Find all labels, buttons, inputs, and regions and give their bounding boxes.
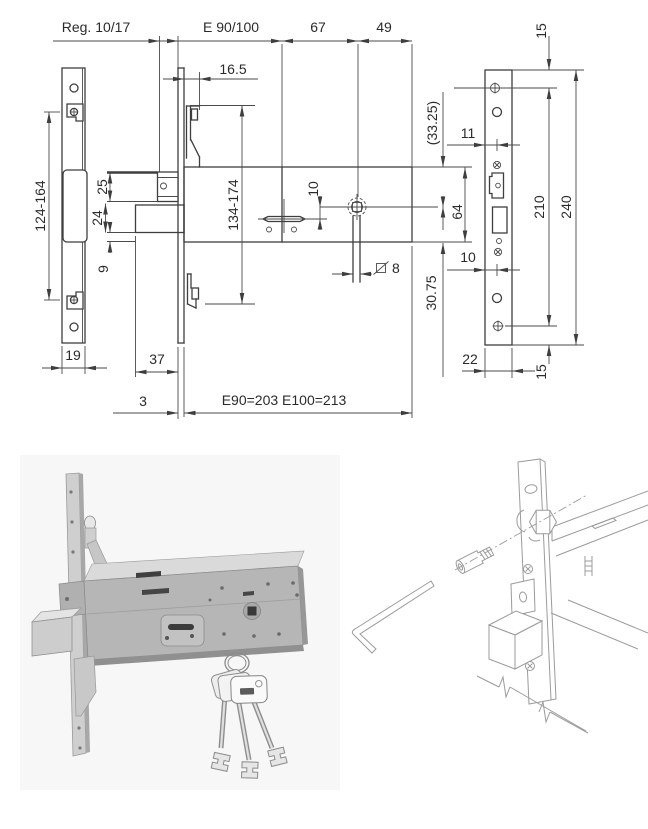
left-plate-top-hole [69,83,79,93]
sketch-allen-key [351,580,435,654]
right-plate-hole-bottom [491,292,503,304]
dim-slide-range: 124-164 [32,180,48,232]
sketch-lock-body [550,490,648,650]
left-plate-view: 124-164 19 [32,67,107,374]
dim-adjustment: Reg. 10/17 [62,19,131,35]
dim-latch-width: 11 [447,125,520,151]
left-plate-bottom-screw-tab [66,291,84,310]
installation-diagram [351,458,648,734]
right-plate-phillips-2 [493,247,503,257]
dim-hook-width: 10 [447,249,520,276]
lock-body-outline [183,166,413,243]
right-plate-view: 11 10 15 210 [447,23,584,380]
photo-lock-body [83,550,308,666]
dim-foot-height: 9 [95,265,111,273]
dim-screw-to-bottom: 15 [533,364,549,380]
dim-rod-offset: 37 [149,351,165,367]
left-plate-slide-cover [62,169,88,243]
photo-lower-slide [73,655,97,717]
dim-spindle-to-key-value: 10 [305,181,321,197]
top-hook [185,105,201,168]
bottom-hook [186,273,200,309]
sketch-grub-screw [455,546,495,574]
top-dimension-chain: Reg. 10/17 E 90/100 67 49 [53,19,413,197]
left-plate-top-screw-tab [66,103,84,122]
right-plate-latch [488,172,505,199]
key-brand-label [239,687,255,695]
dim-top-to-screw: 15 [533,23,549,39]
dim-spindle-square-value: 8 [392,260,400,276]
dim-right-vertical-stack: 15 210 15 240 [454,23,584,380]
dim-step-height: 24 [89,210,105,226]
right-plate-phillips-1 [492,160,502,170]
dim-entry: E 90/100 [203,19,259,35]
sketch-square-bolt [487,610,544,670]
deviator-block [107,171,179,203]
dim-spindle-square: 8 [332,260,400,277]
key-bit-1 [210,751,231,772]
sketch-axis-centerline [454,494,588,571]
key-bit-3 [267,746,288,768]
keyhole [258,199,327,233]
sketch-screw-top [523,564,533,574]
dim-total-height: 240 [558,195,574,219]
dim-spindle-to-back: 49 [376,19,392,35]
dim-top-to-spindle: (33.25) [424,101,440,145]
photo-bolt [31,607,82,657]
photo-keys [210,652,288,779]
key-bit-2 [240,761,259,779]
dim-cyl-to-spindle: 67 [310,19,326,35]
dim-hook-offset: 16.5 [163,61,258,110]
dim-screw-span: 210 [531,195,547,219]
sketch-bracket [510,578,536,617]
spindle [320,194,438,283]
left-plate-bottom-hole [69,322,79,332]
dim-bottom-row: 37 3 E90=203 E100=213 [113,236,413,419]
dim-latch-width-value: 11 [461,125,476,141]
sketch-plate-hole [524,484,538,494]
dim-hook-span-value: 134-174 [225,179,241,231]
right-plate-outline [484,69,513,346]
dim-right-stack: (33.25) 64 30.75 [412,92,472,377]
sketch-spring-detail [584,556,593,576]
key-head-front [230,675,268,704]
sketch-break-lines [476,675,589,734]
square-section-symbol [376,263,386,273]
dim-spindle-to-bottom: 30.75 [423,275,439,310]
right-plate-hole-top [491,106,503,118]
right-plate-bolt-slot [491,206,508,234]
dim-backset: E90=203 E100=213 [222,392,347,408]
dim-left-stack: 25 24 9 [89,172,113,273]
lock-body-view: 8 16.5 134-174 [89,61,472,419]
dim-body-height: 64 [449,204,465,220]
dim-left-plate-width: 19 [65,347,81,363]
dim-plate-width-value: 22 [462,351,478,367]
dim-plate-width: 22 [462,348,535,378]
dim-hook-span: 134-174 [190,105,255,305]
dim-spindle-to-key: 10 [305,181,323,230]
dim-hook-offset-value: 16.5 [219,61,246,77]
dim-hook-width-value: 10 [460,249,476,265]
dim-block-height: 25 [94,179,110,195]
technical-drawing: 124-164 19 Reg. 10/17 E 90/100 [32,19,584,419]
dim-faceplate-thickness: 3 [139,393,147,409]
right-plate-bottom-screw [492,320,504,332]
lower-step-box [134,204,185,234]
product-photo [20,455,340,790]
